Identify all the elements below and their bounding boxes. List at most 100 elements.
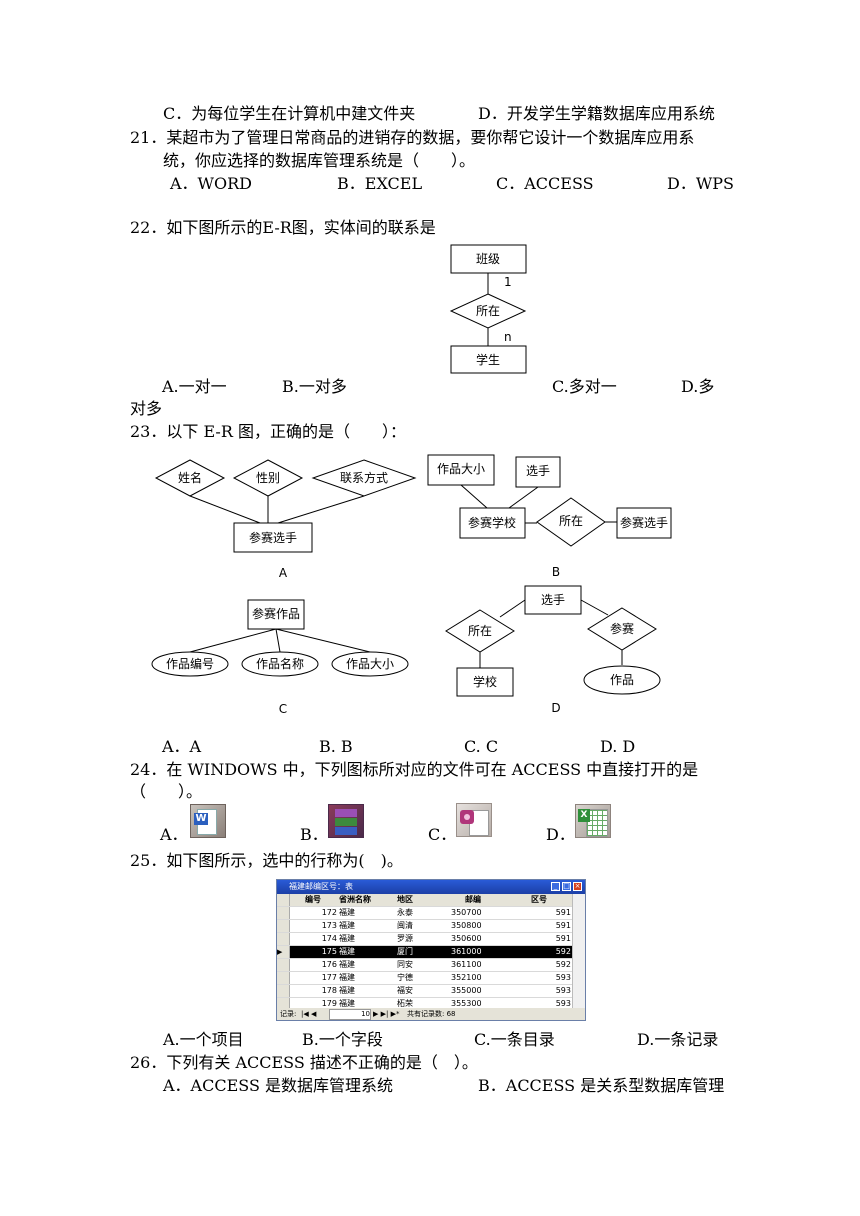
- q23-option-d: D. D: [600, 737, 636, 756]
- table-cell[interactable]: 厦门: [397, 947, 413, 956]
- column-header[interactable]: 地区: [397, 895, 413, 904]
- q21-option-b: B．EXCEL: [337, 174, 423, 193]
- table-cell[interactable]: 355000: [451, 986, 482, 995]
- table-cell[interactable]: 361100: [451, 960, 482, 969]
- svg-text:参赛: 参赛: [610, 621, 634, 636]
- table-cell[interactable]: 178: [321, 986, 337, 995]
- table-cell[interactable]: 福建: [339, 986, 355, 995]
- column-header[interactable]: 编号: [305, 895, 321, 904]
- cardinality-label: 1: [504, 275, 512, 289]
- svg-text:所在: 所在: [468, 624, 492, 638]
- nav-label: 记录:: [280, 1010, 297, 1018]
- table-cell[interactable]: 174: [321, 934, 337, 943]
- table-cell[interactable]: 361000: [451, 947, 482, 956]
- table-cell[interactable]: 350700: [451, 908, 482, 917]
- table-cell[interactable]: 罗源: [397, 934, 413, 943]
- column-header[interactable]: 省洲名称: [339, 895, 371, 904]
- table-cell[interactable]: 350800: [451, 921, 482, 930]
- svg-text:姓名: 姓名: [178, 470, 202, 485]
- record-selector[interactable]: [277, 933, 290, 945]
- record-navigator: 记录: |◀ ◀ 10 ▶ ▶| ▶* 共有记录数: 68: [277, 1008, 585, 1020]
- q23-stem: 23．以下 E-R 图，正确的是（ ）：: [130, 422, 406, 441]
- table-cell[interactable]: 闽清: [397, 921, 413, 930]
- q24-label-b: B．: [300, 825, 328, 844]
- table-cell[interactable]: 352100: [451, 973, 482, 982]
- q21-option-a: A．WORD: [170, 174, 252, 193]
- record-selector[interactable]: [277, 998, 290, 1010]
- table-cell[interactable]: 173: [321, 921, 337, 930]
- table-cell[interactable]: 592: [555, 960, 571, 969]
- table-cell[interactable]: 179: [321, 999, 337, 1008]
- table-cell[interactable]: 592: [555, 947, 571, 956]
- first-record-button[interactable]: |◀ ◀: [301, 1010, 317, 1018]
- next-record-button[interactable]: ▶ ▶| ▶*: [373, 1010, 400, 1018]
- table-cell[interactable]: 福建: [339, 921, 355, 930]
- table-cell[interactable]: 柘荣: [397, 999, 413, 1008]
- column-header[interactable]: 邮编: [465, 895, 481, 904]
- q22-option-d: D.多: [681, 377, 715, 396]
- q22-er-diagram: 班级 1 所在 n 学生: [449, 244, 527, 374]
- record-number-input[interactable]: 10: [329, 1009, 371, 1020]
- table-cell[interactable]: 福安: [397, 986, 413, 995]
- entity-box: [450, 244, 527, 274]
- table-cell[interactable]: 福建: [339, 947, 355, 956]
- svg-text:学校: 学校: [473, 674, 497, 689]
- table-cell[interactable]: 宁德: [397, 973, 413, 982]
- table-cell[interactable]: 永泰: [397, 908, 413, 917]
- record-selector[interactable]: [277, 959, 290, 971]
- vertical-scrollbar[interactable]: [572, 894, 585, 1008]
- window-title: 福建邮编区号：表: [289, 882, 353, 891]
- table-cell[interactable]: 591: [555, 921, 571, 930]
- record-selector[interactable]: ▶: [277, 946, 290, 958]
- table-cell[interactable]: 福建: [339, 973, 355, 982]
- table-cell[interactable]: 福建: [339, 999, 355, 1008]
- q22-option-d-wrap: 对多: [130, 399, 163, 418]
- table-cell[interactable]: 172: [321, 908, 337, 917]
- table-cell[interactable]: 177: [321, 973, 337, 982]
- svg-text:作品: 作品: [610, 673, 634, 687]
- winrar-archive-icon: [328, 804, 364, 838]
- record-selector[interactable]: [277, 972, 290, 984]
- relationship-label: 所在: [476, 304, 500, 318]
- table-cell[interactable]: 593: [555, 999, 571, 1008]
- word-doc-icon: W: [190, 804, 226, 838]
- excel-sheet-icon: X: [575, 804, 611, 838]
- table-cell[interactable]: 176: [321, 960, 337, 969]
- record-selector[interactable]: [277, 985, 290, 997]
- maximize-button[interactable]: □: [562, 882, 571, 891]
- record-selector[interactable]: [277, 907, 290, 919]
- record-selector[interactable]: [277, 920, 290, 932]
- table-cell[interactable]: 591: [555, 934, 571, 943]
- q24-label-c: C．: [428, 825, 457, 844]
- table-cell[interactable]: 593: [555, 986, 571, 995]
- table-cell[interactable]: 355300: [451, 999, 482, 1008]
- q26-stem: 26．下列有关 ACCESS 描述不正确的是（ ）。: [130, 1053, 478, 1072]
- table-cell[interactable]: 福建: [339, 908, 355, 917]
- svg-text:联系方式: 联系方式: [340, 470, 388, 485]
- q20-option-d: D．开发学生学籍数据库应用系统: [478, 104, 715, 123]
- q21-option-d: D．WPS: [667, 174, 735, 193]
- table-cell[interactable]: 福建: [339, 934, 355, 943]
- table-cell[interactable]: 福建: [339, 960, 355, 969]
- svg-text:作品名称: 作品名称: [256, 656, 304, 671]
- svg-text:选手: 选手: [526, 464, 550, 478]
- close-button[interactable]: ×: [573, 882, 582, 891]
- table-cell[interactable]: 175: [321, 947, 337, 956]
- q21-stem-line1: 21．某超市为了管理日常商品的进销存的数据，要你帮它设计一个数据库应用系: [130, 128, 695, 147]
- table-cell[interactable]: 591: [555, 908, 571, 917]
- column-header[interactable]: 区号: [531, 895, 547, 904]
- svg-text:参赛学校: 参赛学校: [468, 515, 516, 530]
- caption: A: [279, 566, 288, 580]
- table-cell[interactable]: 350600: [451, 934, 482, 943]
- q22-stem: 22．如下图所示的E-R图，实体间的联系是: [130, 218, 436, 237]
- minimize-button[interactable]: _: [551, 882, 560, 891]
- table-cell[interactable]: 同安: [397, 960, 413, 969]
- table-cell[interactable]: 593: [555, 973, 571, 982]
